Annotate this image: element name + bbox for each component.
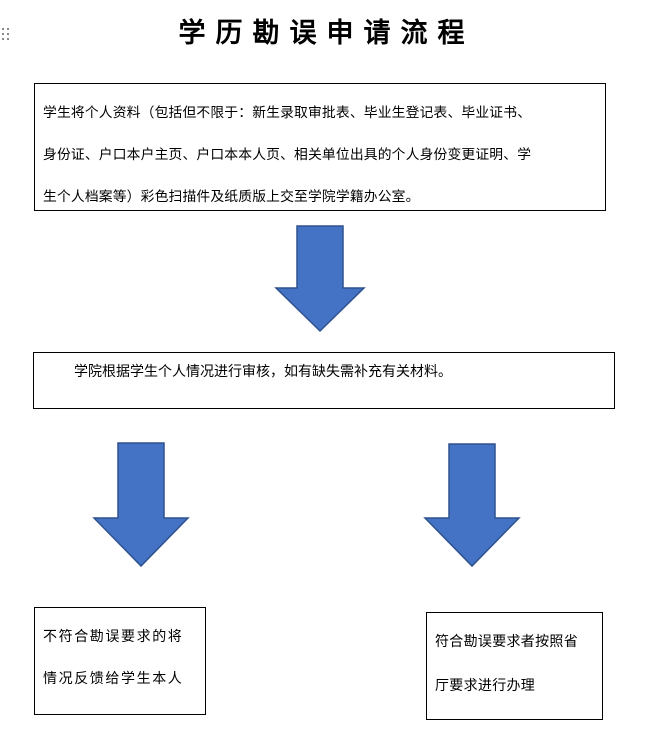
- arrow-down-icon: [274, 225, 366, 333]
- step-text-line: 生个人档案等）彩色扫描件及纸质版上交至学院学籍办公室。: [43, 189, 420, 205]
- arrow-down-icon: [92, 442, 190, 568]
- step-text-line: 情况反馈给学生本人: [43, 671, 184, 687]
- step-text-line: 学院根据学生个人情况进行审核，如有缺失需补充有关材料。: [74, 364, 452, 380]
- step-review-box: 学院根据学生个人情况进行审核，如有缺失需补充有关材料。: [33, 352, 615, 409]
- arrow-down-icon: [423, 443, 521, 568]
- drag-handle-icon[interactable]: [2, 28, 12, 44]
- step-submit-materials-box: 学生将个人资料（包括但不限于：新生录取审批表、毕业生登记表、毕业证书、 身份证、…: [34, 83, 606, 211]
- step-text-line: 学生将个人资料（包括但不限于：新生录取审批表、毕业生登记表、毕业证书、: [43, 105, 532, 121]
- step-reject-feedback-box: 不符合勘误要求的将 情况反馈给学生本人: [34, 607, 206, 715]
- step-text-line: 不符合勘误要求的将: [43, 629, 184, 645]
- step-text-line: 厅要求进行办理: [435, 678, 536, 694]
- step-text-line: 身份证、户口本户主页、户口本本人页、相关单位出具的个人身份变更证明、学: [43, 147, 532, 163]
- page-title: 学历勘误申请流程: [178, 18, 475, 49]
- step-approve-process-box: 符合勘误要求者按照省 厅要求进行办理: [426, 612, 603, 720]
- step-text-line: 符合勘误要求者按照省: [435, 634, 578, 650]
